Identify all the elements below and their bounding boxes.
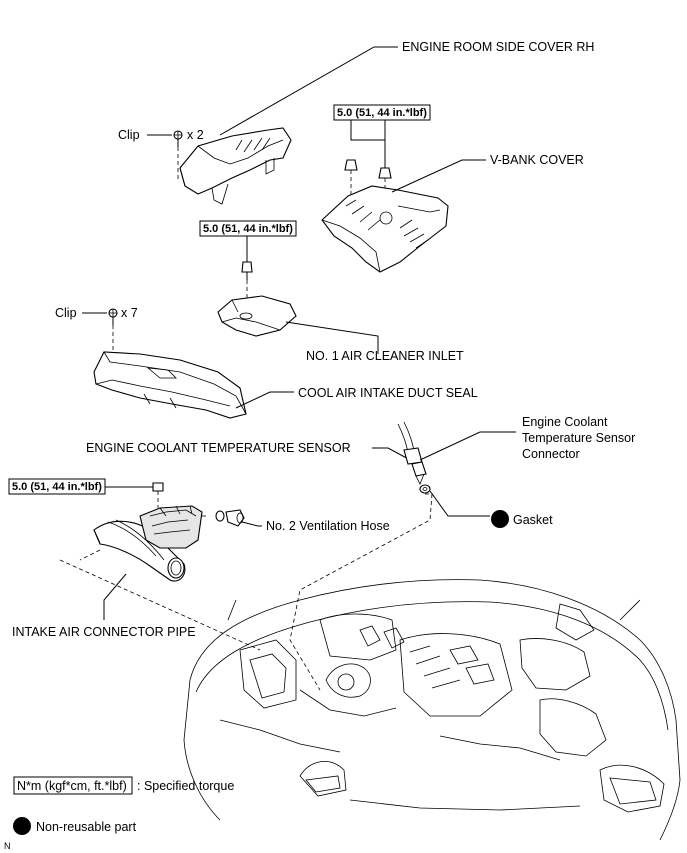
coolant-temperature-sensor	[411, 461, 427, 485]
torque-v-bank: 5.0 (51, 44 in.*lbf)	[337, 107, 427, 119]
legend-torque-desc: : Specified torque	[137, 779, 234, 793]
gasket-ring	[419, 484, 431, 494]
intake-air-connector-pipe	[93, 505, 203, 582]
no2-ventilation-hose	[215, 509, 245, 527]
cool-air-intake-duct-seal	[93, 351, 247, 419]
clip-mid-label: Clip	[55, 306, 77, 320]
torque-intake-pipe: 5.0 (51, 44 in.*lbf)	[12, 481, 102, 493]
clip-top-label: Clip	[118, 128, 140, 142]
bolt-icon	[152, 482, 164, 492]
legend-non-reusable: Non-reusable part	[36, 820, 137, 834]
v-bank-cover-label: V-BANK COVER	[490, 153, 584, 167]
clip-icon	[173, 130, 183, 147]
coolant-connector-label-2: Temperature Sensor	[522, 431, 635, 445]
air-cleaner-inlet-label: NO. 1 AIR CLEANER INLET	[306, 349, 464, 363]
legend-torque-unit: N*m (kgf*cm, ft.*lbf)	[17, 779, 127, 793]
bolt-icon	[241, 261, 253, 280]
coolant-connector-harness	[397, 421, 423, 465]
gasket-label: Gasket	[513, 513, 553, 527]
no1-air-cleaner-inlet	[217, 295, 297, 337]
intake-pipe-label: INTAKE AIR CONNECTOR PIPE	[12, 625, 196, 639]
ventilation-hose-label: No. 2 Ventilation Hose	[266, 519, 390, 533]
engine-room-side-cover-rh	[179, 127, 292, 205]
clip-icon	[108, 308, 118, 325]
v-bank-cover	[321, 185, 449, 273]
vehicle-engine-bay	[183, 579, 681, 841]
legend-torque-box	[13, 776, 133, 795]
cool-air-seal-label: COOL AIR INTAKE DUCT SEAL	[298, 386, 478, 400]
non-reusable-legend-icon	[13, 817, 31, 835]
clip-mid-qty: x 7	[121, 306, 138, 320]
coolant-connector-label-1: Engine Coolant	[522, 415, 608, 429]
engine-room-side-cover-label: ENGINE ROOM SIDE COVER RH	[402, 40, 594, 54]
coolant-sensor-label: ENGINE COOLANT TEMPERATURE SENSOR	[86, 441, 351, 455]
corner-mark: N	[4, 841, 11, 851]
torque-air-cleaner: 5.0 (51, 44 in.*lbf)	[203, 223, 293, 235]
bolt-icon	[378, 167, 392, 179]
torque-box-v-bank	[333, 104, 431, 121]
non-reusable-icon	[491, 510, 509, 528]
bolt-icon	[344, 159, 358, 171]
torque-box-air-cleaner	[199, 220, 297, 237]
coolant-connector-label-3: Connector	[522, 447, 580, 461]
clip-top-qty: x 2	[187, 128, 204, 142]
